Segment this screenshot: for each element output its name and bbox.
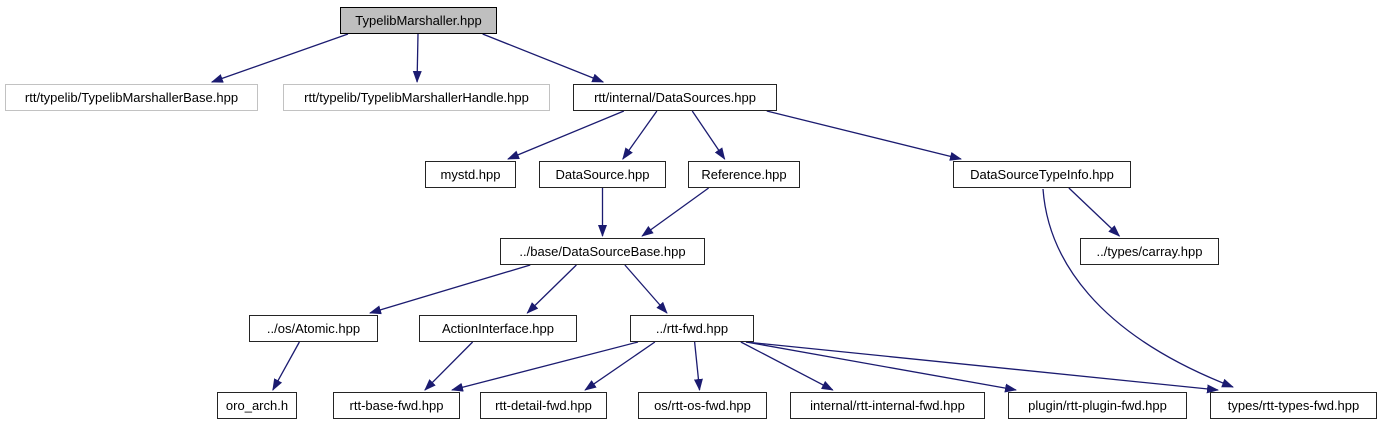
node-mystd[interactable]: mystd.hpp <box>425 161 516 188</box>
node-reference[interactable]: Reference.hpp <box>688 161 800 188</box>
node-rtt-detail-fwd[interactable]: rtt-detail-fwd.hpp <box>480 392 607 419</box>
node-carray[interactable]: ../types/carray.hpp <box>1080 238 1219 265</box>
edge-rtt-fwd--rtt-base-fwd <box>451 341 639 392</box>
edge-rtt-fwd--rtt-os-fwd <box>693 341 703 391</box>
node-data-sources[interactable]: rtt/internal/DataSources.hpp <box>573 84 777 111</box>
edge-typelib-marshaller--data-sources <box>482 33 605 83</box>
edge-rtt-fwd--rtt-internal-fwd <box>740 341 834 391</box>
edge-rtt-fwd--rtt-types-fwd <box>745 341 1219 394</box>
edge-data-sources--data-source <box>622 110 658 160</box>
edge-typelib-marshaller--typelib-marshaller-handle <box>412 33 422 83</box>
node-data-source-base[interactable]: ../base/DataSourceBase.hpp <box>500 238 705 265</box>
edge-data-source-base--atomic <box>369 264 531 315</box>
edge-reference--data-source-base <box>641 187 710 237</box>
edge-data-sources--mystd <box>507 110 625 160</box>
node-data-source-type-info[interactable]: DataSourceTypeInfo.hpp <box>953 161 1131 188</box>
node-typelib-marshaller-handle: rtt/typelib/TypelibMarshallerHandle.hpp <box>283 84 550 111</box>
node-rtt-os-fwd[interactable]: os/rtt-os-fwd.hpp <box>638 392 767 419</box>
edge-rtt-fwd--rtt-plugin-fwd <box>745 341 1017 393</box>
edge-data-source-type-info--carray <box>1068 187 1121 237</box>
node-oro-arch[interactable]: oro_arch.h <box>217 392 297 419</box>
edge-action-interface--rtt-base-fwd <box>424 341 474 391</box>
edge-data-sources--data-source-type-info <box>766 110 962 161</box>
node-rtt-plugin-fwd[interactable]: plugin/rtt-plugin-fwd.hpp <box>1008 392 1187 419</box>
node-action-interface[interactable]: ActionInterface.hpp <box>419 315 577 342</box>
edge-data-sources--reference <box>691 110 726 160</box>
edge-typelib-marshaller--typelib-marshaller-base <box>210 33 349 83</box>
node-atomic[interactable]: ../os/Atomic.hpp <box>249 315 378 342</box>
node-rtt-types-fwd[interactable]: types/rtt-types-fwd.hpp <box>1210 392 1377 419</box>
edge-data-source-base--action-interface <box>526 264 577 314</box>
edge-atomic--oro-arch <box>272 341 300 391</box>
node-rtt-internal-fwd[interactable]: internal/rtt-internal-fwd.hpp <box>790 392 985 419</box>
edge-data-source-type-info--rtt-types-fwd <box>1042 188 1234 388</box>
node-typelib-marshaller-base: rtt/typelib/TypelibMarshallerBase.hpp <box>5 84 258 111</box>
edge-rtt-fwd--rtt-detail-fwd <box>584 341 656 391</box>
node-rtt-fwd[interactable]: ../rtt-fwd.hpp <box>630 315 754 342</box>
node-data-source[interactable]: DataSource.hpp <box>539 161 666 188</box>
edge-data-source-base--rtt-fwd <box>624 264 668 314</box>
node-rtt-base-fwd[interactable]: rtt-base-fwd.hpp <box>333 392 460 419</box>
node-typelib-marshaller: TypelibMarshaller.hpp <box>340 7 497 34</box>
